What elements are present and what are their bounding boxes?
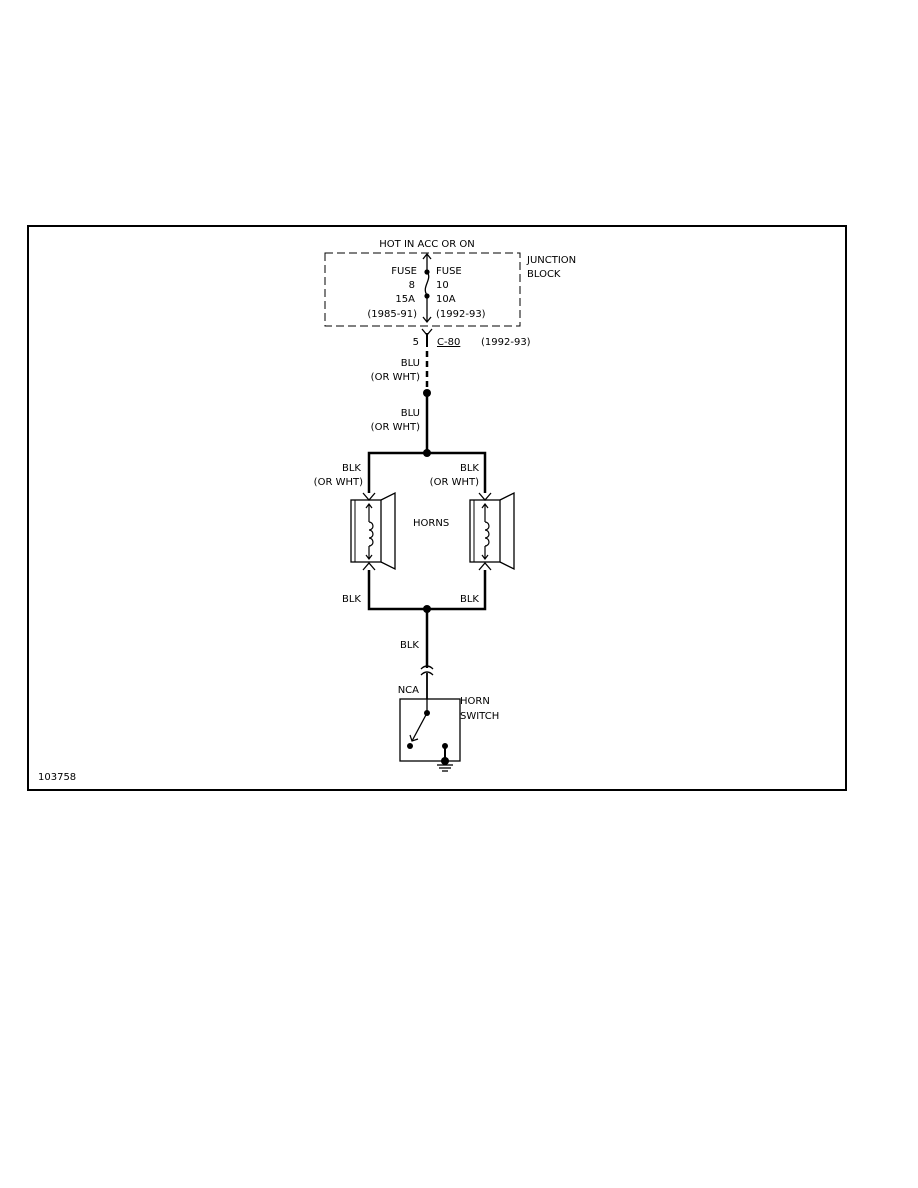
horn-left-symbol [350, 491, 396, 571]
figure-id: 103758 [38, 772, 76, 783]
junction-block-label-1: JUNCTION [526, 255, 576, 266]
connector-years: (1992-93) [481, 337, 531, 348]
diagram-border [27, 225, 847, 791]
wiring-diagram: HOT IN ACC OR ON JUNCTION BLOCK FUSE 8 1… [27, 225, 847, 791]
horn-right-symbol [469, 491, 515, 571]
connector-name: C-80 [437, 337, 460, 348]
horn-right-ground-color: BLK [460, 594, 479, 605]
connector-c80-symbol [421, 328, 433, 347]
switch-wire-color: BLK [400, 640, 419, 651]
power-source-label: HOT IN ACC OR ON [379, 239, 474, 250]
connector-pin: 5 [413, 337, 419, 348]
horn-left-ground-color: BLK [342, 594, 361, 605]
fuse-symbol [422, 252, 432, 324]
horn-switch-label-1: HORN [460, 696, 490, 707]
fuse-left-rating: 15A [395, 294, 415, 305]
junction-block-box [324, 252, 521, 327]
wire-upper-alt: (OR WHT) [371, 372, 420, 383]
fuse-right-number: 10 [436, 280, 449, 291]
horns-label: HORNS [413, 518, 449, 529]
horn-right-feed-alt: (OR WHT) [430, 477, 479, 488]
wire-upper-color: BLU [401, 358, 420, 369]
connector-nca-symbol [420, 665, 434, 699]
wire-branch-top [367, 451, 487, 493]
fuse-right-years: (1992-93) [436, 309, 486, 320]
horn-left-feed-alt: (OR WHT) [314, 477, 363, 488]
fuse-left-name: FUSE [391, 266, 417, 277]
junction-block-label-2: BLOCK [527, 269, 561, 280]
wire-lower-alt: (OR WHT) [371, 422, 420, 433]
horn-switch-symbol [399, 698, 461, 772]
horn-right-feed-color: BLK [460, 463, 479, 474]
wire-lower-color: BLU [401, 408, 420, 419]
fuse-right-name: FUSE [436, 266, 462, 277]
fuse-left-number: 8 [409, 280, 415, 291]
horn-left-feed-color: BLK [342, 463, 361, 474]
horn-switch-label-2: SWITCH [460, 711, 499, 722]
fuse-right-rating: 10A [436, 294, 456, 305]
switch-connector-label: NCA [398, 685, 419, 696]
fuse-left-years: (1985-91) [367, 309, 417, 320]
